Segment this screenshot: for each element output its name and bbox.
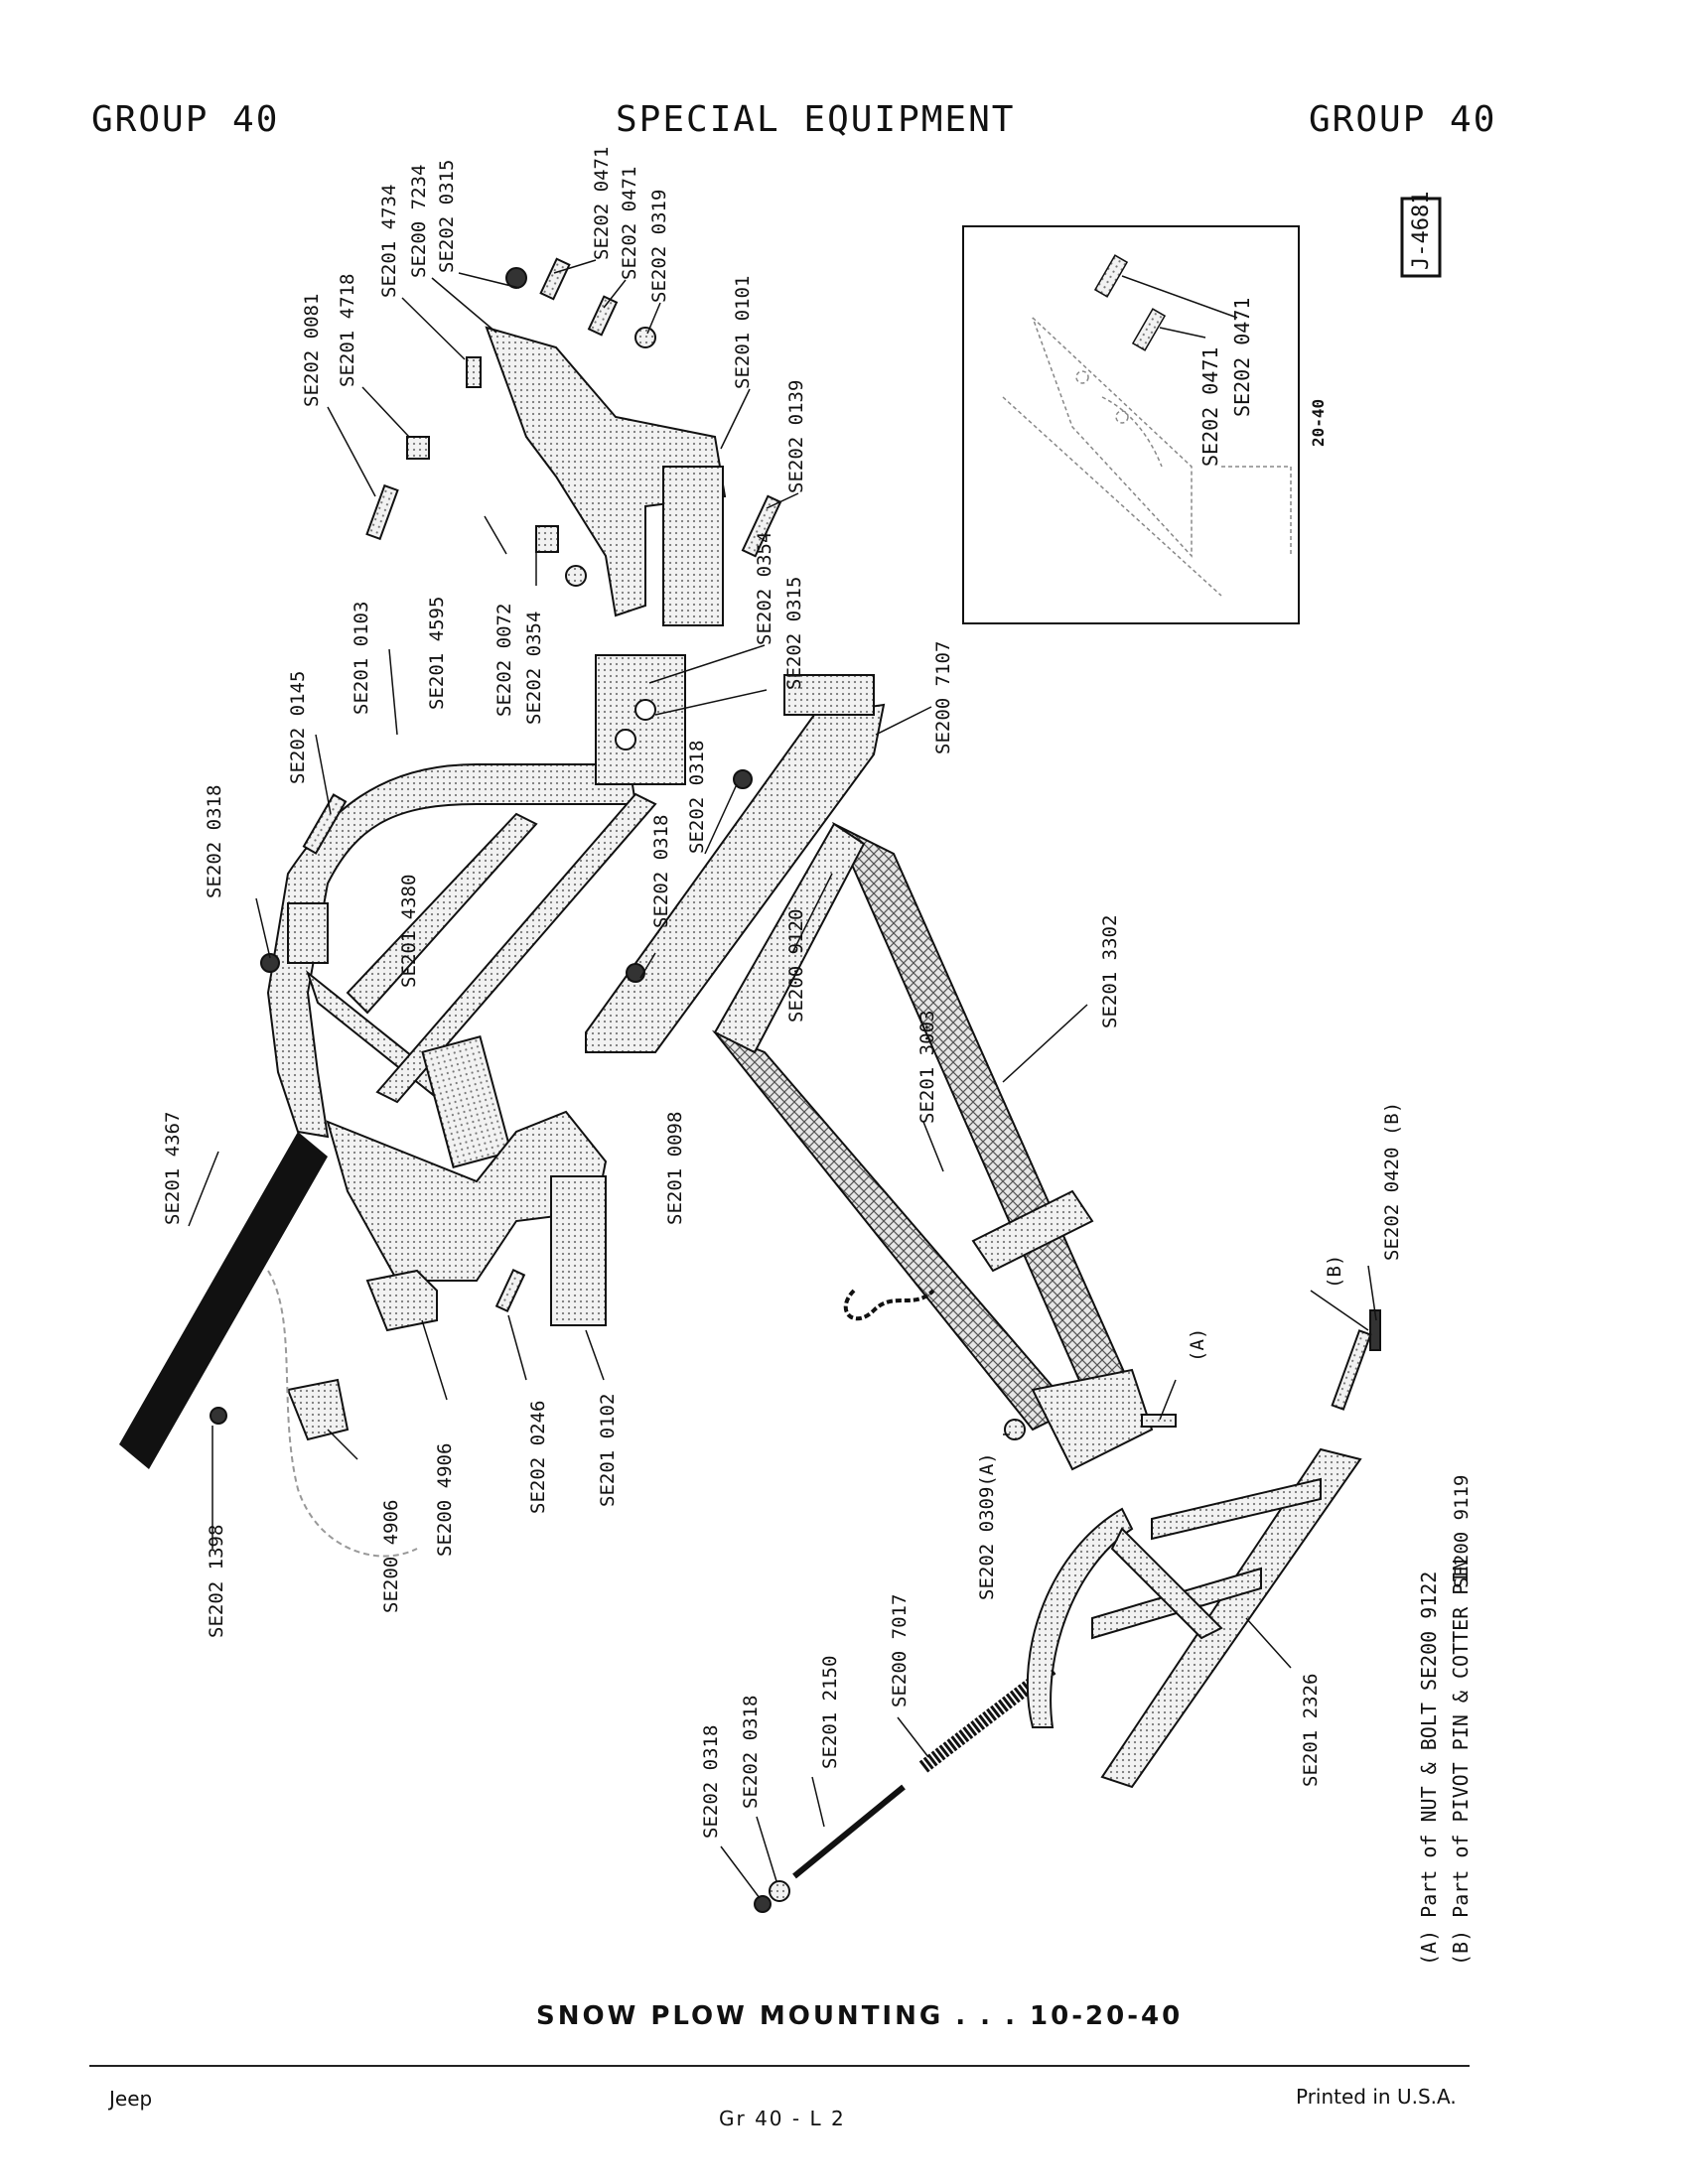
inset-box: SE202 0471 SE202 0471 20-40	[962, 225, 1328, 624]
part-label: SE202 0315	[783, 577, 805, 690]
bolt-icon	[1093, 254, 1167, 351]
part-label: SE201 4595	[426, 597, 448, 710]
part-label: SE200 7234	[408, 165, 430, 278]
part-label: SE201 0103	[351, 602, 372, 715]
part-label: SE202 0471	[619, 167, 640, 280]
cross-bar	[585, 674, 886, 1053]
part-label: SE202 0246	[527, 1401, 549, 1514]
lower-mounting-plate	[210, 1110, 608, 1558]
footnote-a: (A) Part of NUT & BOLT SE200 9122	[1417, 1571, 1441, 1966]
moldboard-frame	[1026, 1447, 1362, 1789]
leader-lines	[188, 259, 1377, 1899]
part-label: SE201 0101	[732, 276, 754, 389]
part-label: SE202 0319	[648, 190, 670, 303]
push-frame	[260, 654, 753, 1168]
blade-strip	[119, 1132, 328, 1469]
figure-caption: SNOW PLOW MOUNTING . . . 10-20-40	[536, 2001, 1184, 2031]
part-label: SE202 0354	[754, 532, 775, 645]
part-label: SE202 0139	[785, 380, 807, 493]
header-title: SPECIAL EQUIPMENT	[616, 99, 1016, 140]
header-group-right: GROUP 40	[1309, 99, 1497, 140]
inset-part-label: SE202 0471	[1230, 298, 1254, 417]
footnotes: (A) Part of NUT & BOLT SE200 9122 (B) Pa…	[1417, 1560, 1473, 1966]
part-label: SE201 0102	[597, 1394, 619, 1507]
part-label: SE201 3003	[916, 1011, 938, 1124]
leader-lines	[1121, 275, 1238, 339]
part-label: SE202 0420 (B)	[1381, 1102, 1403, 1261]
inset-sketch	[1002, 317, 1292, 597]
part-label: SE200 4906	[434, 1443, 456, 1557]
footer-printed: Printed in U.S.A.	[1296, 2085, 1457, 2109]
part-label: SE200 7017	[889, 1594, 911, 1707]
part-label: SE202 0318	[686, 741, 708, 854]
part-label: SE202 0081	[301, 294, 323, 407]
part-label: SE200 9120	[785, 909, 807, 1023]
a-frame	[711, 821, 1381, 1471]
inset-part-label: SE202 0471	[1198, 347, 1222, 467]
part-label: SE201 4718	[337, 274, 358, 387]
part-label: SE200 4906	[380, 1500, 402, 1613]
part-label: SE202 0145	[287, 671, 309, 784]
part-label: SE201 2326	[1300, 1674, 1322, 1787]
part-label: SE201 3302	[1099, 915, 1121, 1028]
part-label: SE202 0354	[523, 612, 545, 725]
part-label: (A)	[1187, 1328, 1208, 1362]
part-label: SE202 1398	[206, 1525, 227, 1638]
part-label: SE202 0072	[493, 604, 515, 717]
part-label: SE202 0315	[436, 160, 458, 273]
footer-brand: Jeep	[109, 2087, 153, 2111]
footer-page-ref: Gr 40 - L 2	[719, 2107, 846, 2130]
part-label: (B)	[1324, 1255, 1345, 1289]
part-label: SE200 9119	[1451, 1475, 1473, 1588]
part-labels: SE202 0081 SE201 4718 SE201 4734 SE200 7…	[162, 147, 1473, 1839]
inset-label: 20-40	[1309, 399, 1328, 447]
part-label: SE201 4367	[162, 1112, 184, 1225]
part-label: SE201 0098	[664, 1112, 686, 1225]
figure-id: J-4681	[1409, 192, 1434, 270]
part-label: SE202 0318	[204, 785, 225, 898]
header-group-left: GROUP 40	[91, 99, 280, 140]
part-label: SE201 4380	[398, 875, 420, 988]
part-label: SE202 0318	[700, 1725, 722, 1839]
part-label: SE202 0471	[591, 147, 613, 260]
figure-id-box: J-4681	[1400, 192, 1442, 278]
footnote-b: (B) Part of PIVOT PIN & COTTER PIN	[1449, 1560, 1473, 1966]
part-label: SE201 4734	[378, 185, 400, 298]
mounting-plate-assembly	[365, 257, 782, 626]
part-label: SE201 2150	[819, 1656, 841, 1769]
part-label: SE202 0318	[740, 1696, 762, 1809]
part-label: SE202 0318	[650, 815, 672, 928]
footer-rule	[89, 2065, 1470, 2067]
part-label: SE200 7107	[932, 641, 954, 754]
part-label: SE202 0309(A)	[976, 1452, 998, 1600]
